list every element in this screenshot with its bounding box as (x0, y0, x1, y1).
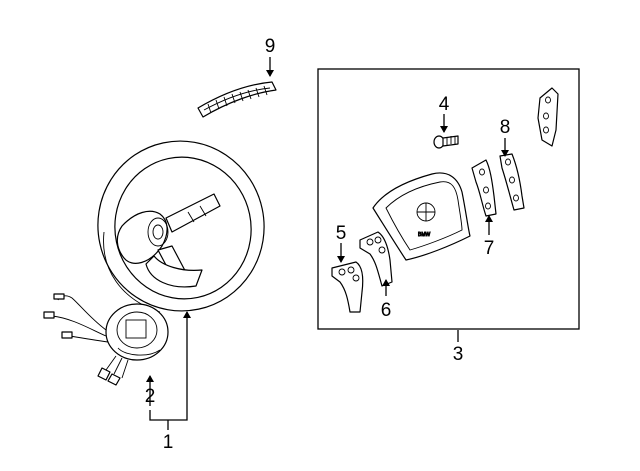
clock-spring-part[interactable] (43, 293, 169, 386)
switch-center-part[interactable] (359, 231, 393, 287)
switch-far-right-part[interactable] (499, 153, 525, 211)
switch-left-part[interactable] (331, 261, 364, 313)
callout-8: 8 (500, 117, 511, 138)
callout-6: 6 (381, 300, 392, 321)
switch-top-right-part[interactable] (537, 87, 559, 147)
steering-wheel-part[interactable] (82, 126, 280, 327)
callout-2: 2 (145, 386, 156, 407)
switch-right-part[interactable] (471, 159, 497, 217)
screw-part[interactable] (433, 135, 459, 149)
callout-1: 1 (163, 432, 174, 453)
callout-5: 5 (336, 223, 347, 244)
airbag-module-part[interactable]: BMW (372, 172, 471, 261)
callout-4: 4 (439, 94, 450, 115)
callout-3: 3 (453, 344, 464, 365)
airbag-assembly-box (317, 68, 580, 330)
airbag-emblem-text: BMW (418, 232, 431, 238)
callout-9: 9 (265, 36, 276, 57)
callout-7: 7 (484, 238, 495, 259)
trim-strip-part[interactable] (197, 81, 277, 118)
